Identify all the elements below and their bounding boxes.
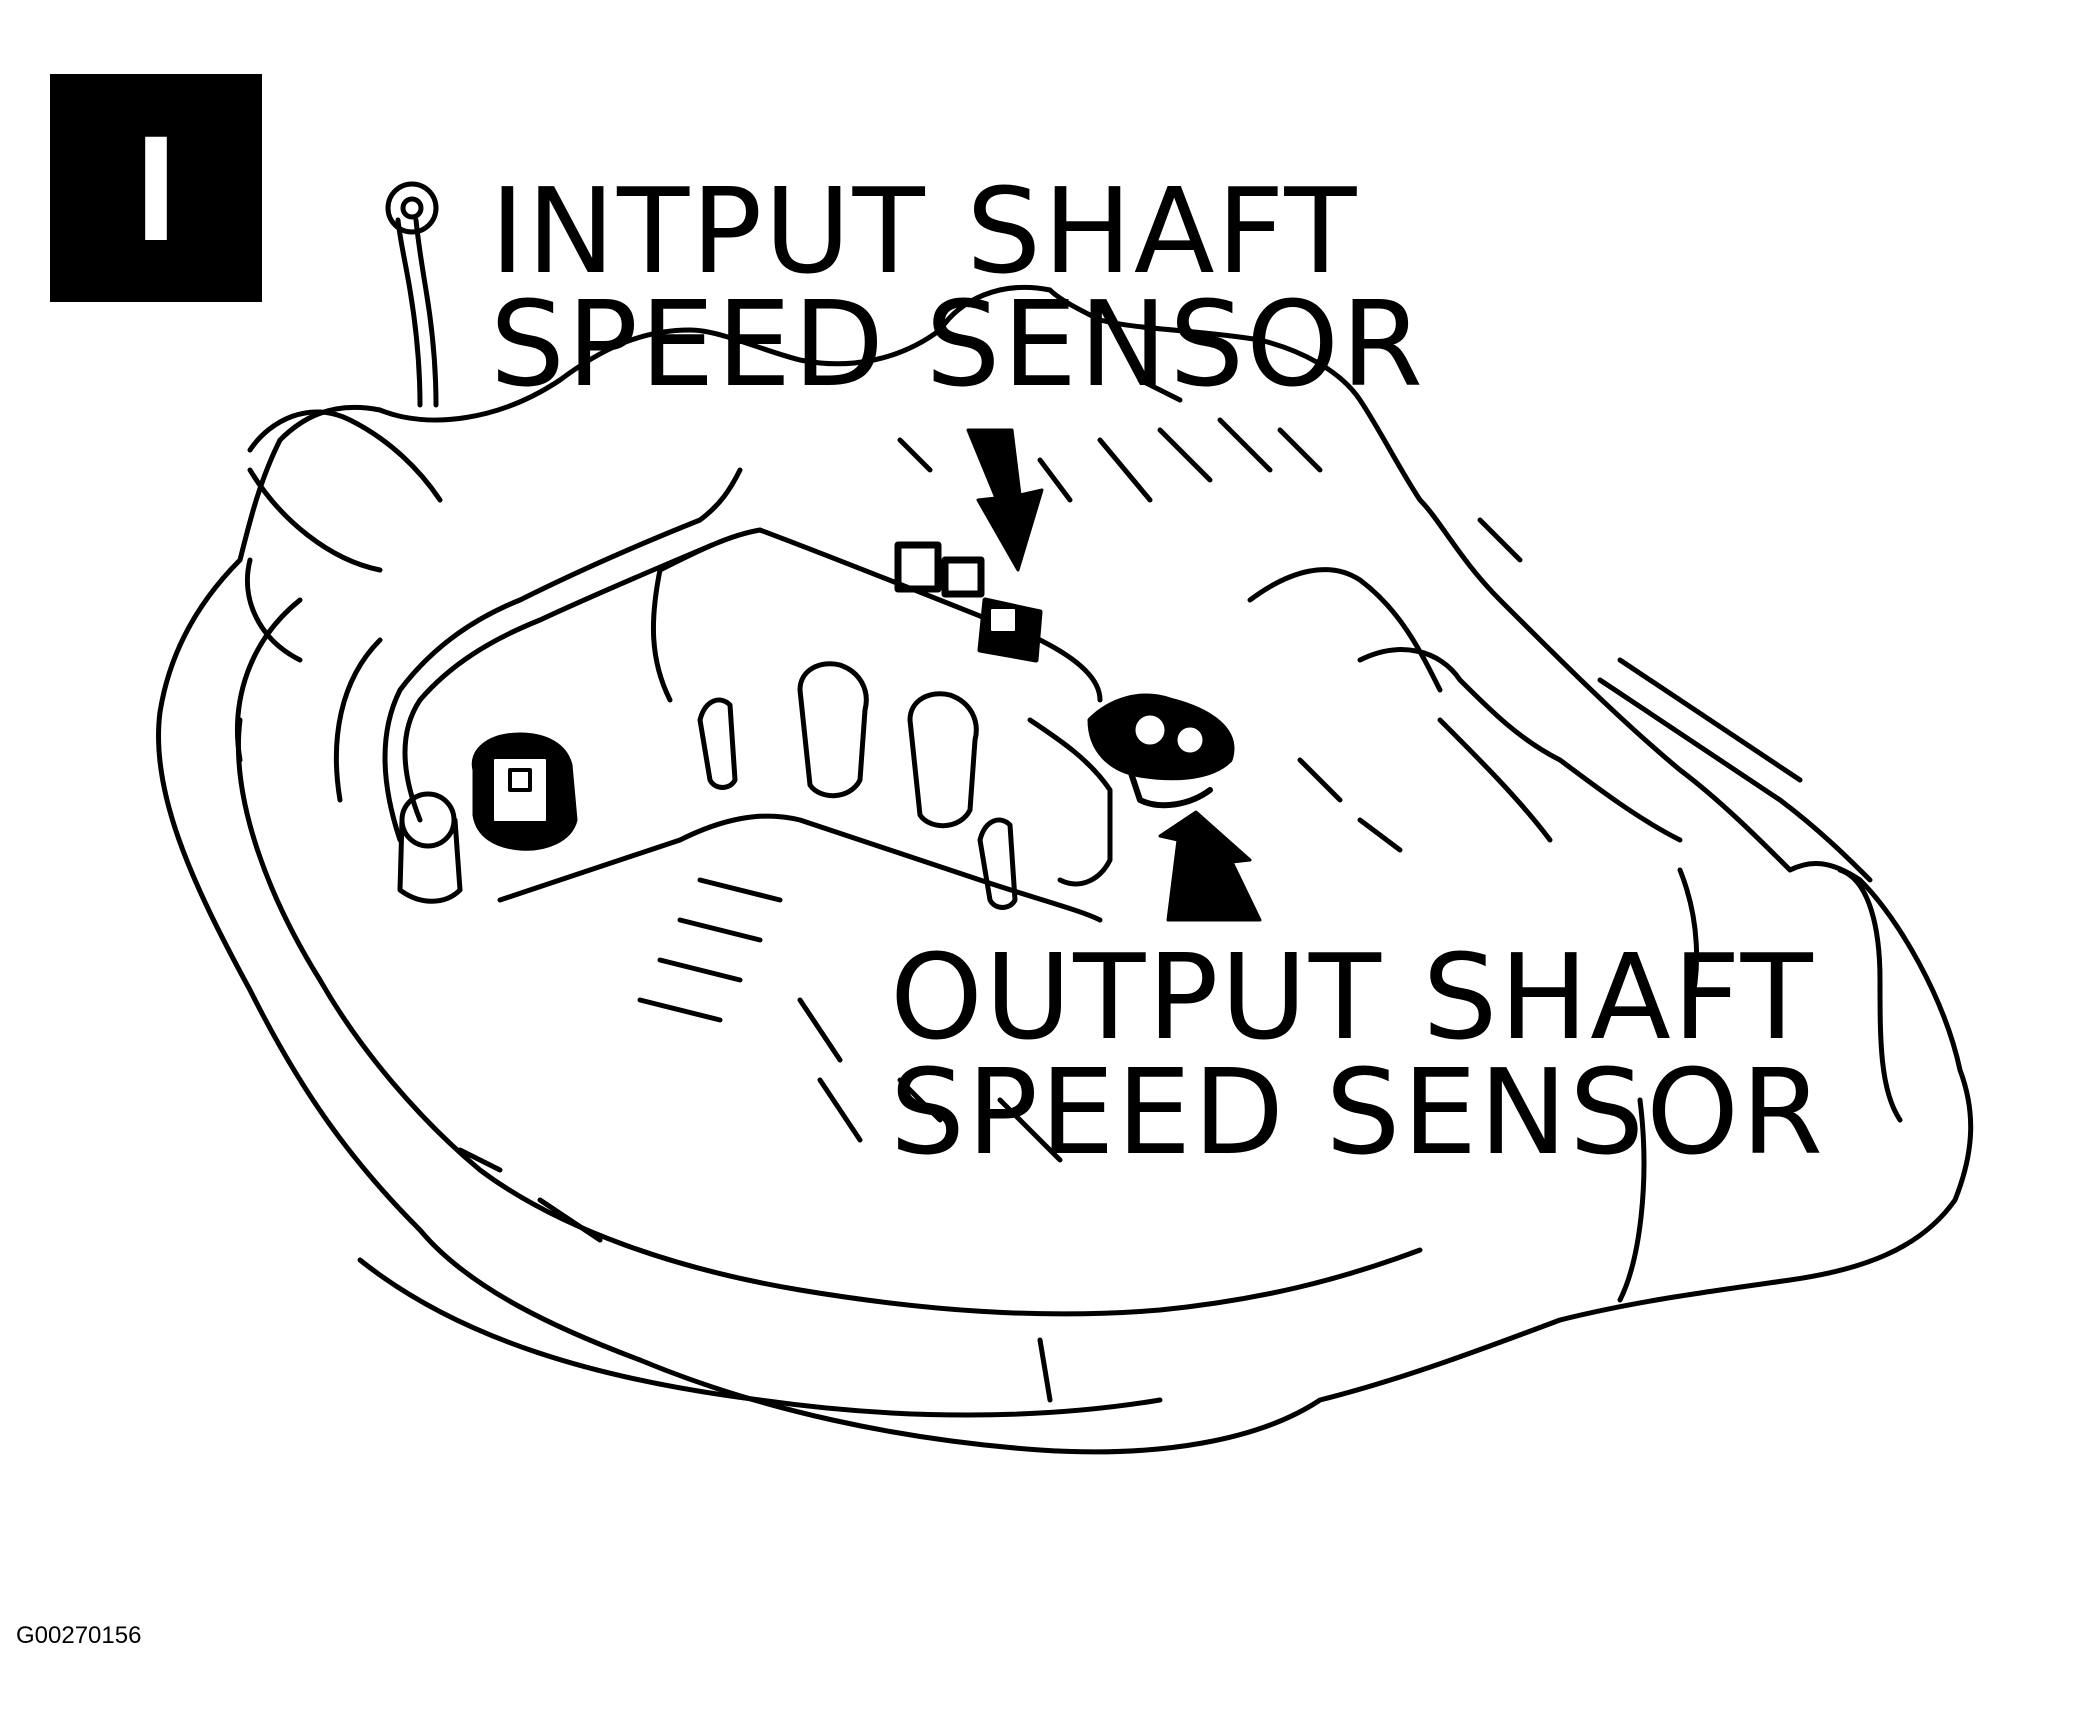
figure-id: G00270156 [16, 1622, 142, 1649]
output-sensor-label-line1: OUTPUT SHAFT [890, 928, 1815, 1066]
housing-outline [155, 284, 1974, 1455]
rib-lines [897, 377, 1523, 853]
housing-lower [357, 1257, 1163, 1418]
wire-harness [382, 467, 743, 843]
solenoid-3 [697, 697, 738, 790]
harness-connector [397, 732, 578, 904]
wire-harness-2 [402, 542, 715, 823]
right-flange [1837, 867, 1903, 1123]
ring-terminal-icon [385, 181, 439, 235]
bottom-ribs [457, 877, 1063, 1403]
output-sensor-label-line2: SPEED SENSOR [890, 1043, 1826, 1181]
valve-body-top [650, 527, 1103, 703]
section-badge: I [50, 74, 262, 302]
input-sensor-arrow [966, 428, 1044, 572]
solenoid-2 [907, 691, 979, 829]
left-bulge [244, 409, 443, 663]
sensor-lead [395, 217, 439, 408]
extension-housing [1247, 567, 1683, 843]
valve-body-front [497, 813, 1103, 923]
solenoid-1 [797, 661, 869, 799]
solenoid-5 [1027, 717, 1113, 887]
input-speed-sensor [894, 541, 1043, 663]
output-speed-sensor [1087, 693, 1235, 809]
input-sensor-label-line2: SPEED SENSOR [490, 275, 1426, 413]
left-flange [235, 467, 383, 803]
output-shaft [1597, 657, 1873, 883]
output-sensor-arrow [1158, 810, 1262, 922]
right-mount [1437, 717, 1700, 1303]
solenoid-4 [977, 817, 1018, 910]
input-sensor-label-line1: INTPUT SHAFT [490, 162, 1359, 300]
housing-inner [235, 717, 1423, 1317]
